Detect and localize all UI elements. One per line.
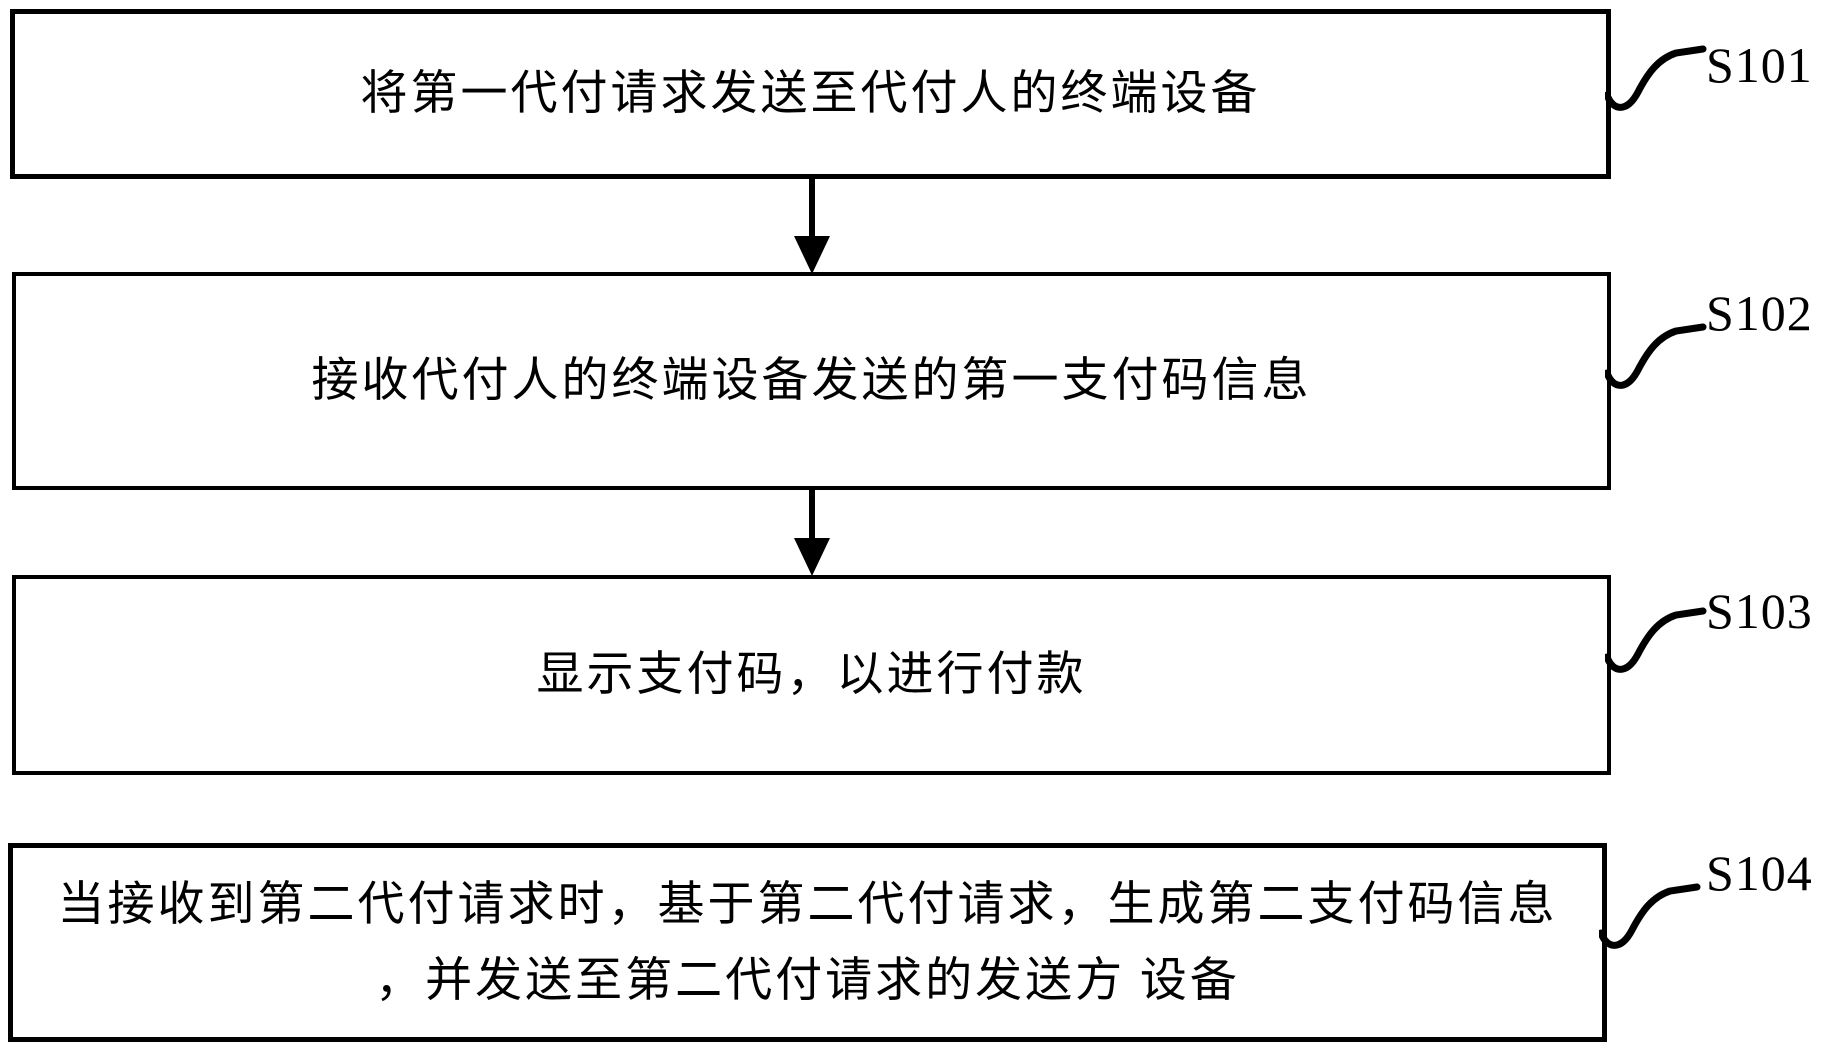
flow-step-box-3: 显示支付码，以进行付款: [12, 575, 1611, 775]
flow-step-text-4-line-2: ，并发送至第二代付请求的发送方 设备: [375, 954, 1240, 1007]
down-arrow-icon: [794, 178, 830, 274]
flow-connector-1: [790, 178, 834, 274]
label-squiggle-1: [1603, 32, 1707, 118]
flow-step-text-2: 接收代付人的终端设备发送的第一支付码信息: [311, 355, 1312, 407]
flow-step-text-4-line-1: 当接收到第二代付请求时，基于第二代付请求，生成第二支付码信息: [57, 878, 1558, 931]
step-label-s102: S102: [1706, 285, 1813, 341]
flow-step-text-1: 将第一代付请求发送至代付人的终端设备: [360, 68, 1261, 120]
label-squiggle-2: [1603, 310, 1707, 396]
label-squiggle-3: [1603, 594, 1707, 680]
squiggle-connector-icon: [1603, 607, 1707, 673]
flow-step-text-4: 当接收到第二代付请求时，基于第二代付请求，生成第二支付码信息 ，并发送至第二代付…: [58, 867, 1558, 1019]
flow-step-box-4: 当接收到第二代付请求时，基于第二代付请求，生成第二支付码信息 ，并发送至第二代付…: [8, 843, 1607, 1042]
flow-step-box-2: 接收代付人的终端设备发送的第一支付码信息: [12, 272, 1611, 490]
step-label-s101: S101: [1706, 37, 1813, 93]
squiggle-connector-icon: [1603, 45, 1707, 111]
label-squiggle-4: [1597, 870, 1701, 956]
flow-step-box-1: 将第一代付请求发送至代付人的终端设备: [10, 9, 1611, 179]
down-arrow-icon: [794, 490, 830, 576]
step-label-s104: S104: [1706, 845, 1813, 901]
squiggle-connector-icon: [1603, 323, 1707, 389]
squiggle-connector-icon: [1597, 883, 1701, 949]
step-label-s103: S103: [1706, 583, 1813, 639]
flow-step-text-3: 显示支付码，以进行付款: [536, 649, 1087, 701]
flow-connector-2: [790, 490, 834, 576]
